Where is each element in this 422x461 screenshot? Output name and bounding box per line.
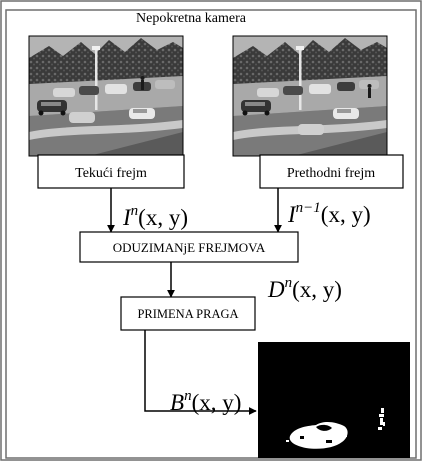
current-frame-equation: In(x, y) [122,203,188,230]
threshold-box [120,296,256,331]
frame-subtraction-label: ODUZIMANjE FREJMOVA [113,240,266,255]
arrow-threshold-to-mask [144,330,257,415]
threshold-label: PRIMENA PRAGA [137,307,238,321]
previous-frame-box [259,154,404,189]
difference-equation: Dn(x, y) [267,275,342,302]
previous-frame-label: Prethodni frejm [287,166,375,181]
current-frame-photo [28,35,184,157]
previous-frame-photo [232,35,388,157]
current-frame-box [37,154,185,189]
diagram-title: Nepokretna kamera [136,11,247,26]
current-frame-label: Tekući frejm [75,166,147,181]
frame-subtraction-box [79,231,299,263]
inner-frame [5,9,417,459]
previous-frame-equation: In−1(x, y) [287,200,371,227]
binary-mask-image [258,342,410,458]
binary-equation: Bn(x, y) [170,388,241,415]
